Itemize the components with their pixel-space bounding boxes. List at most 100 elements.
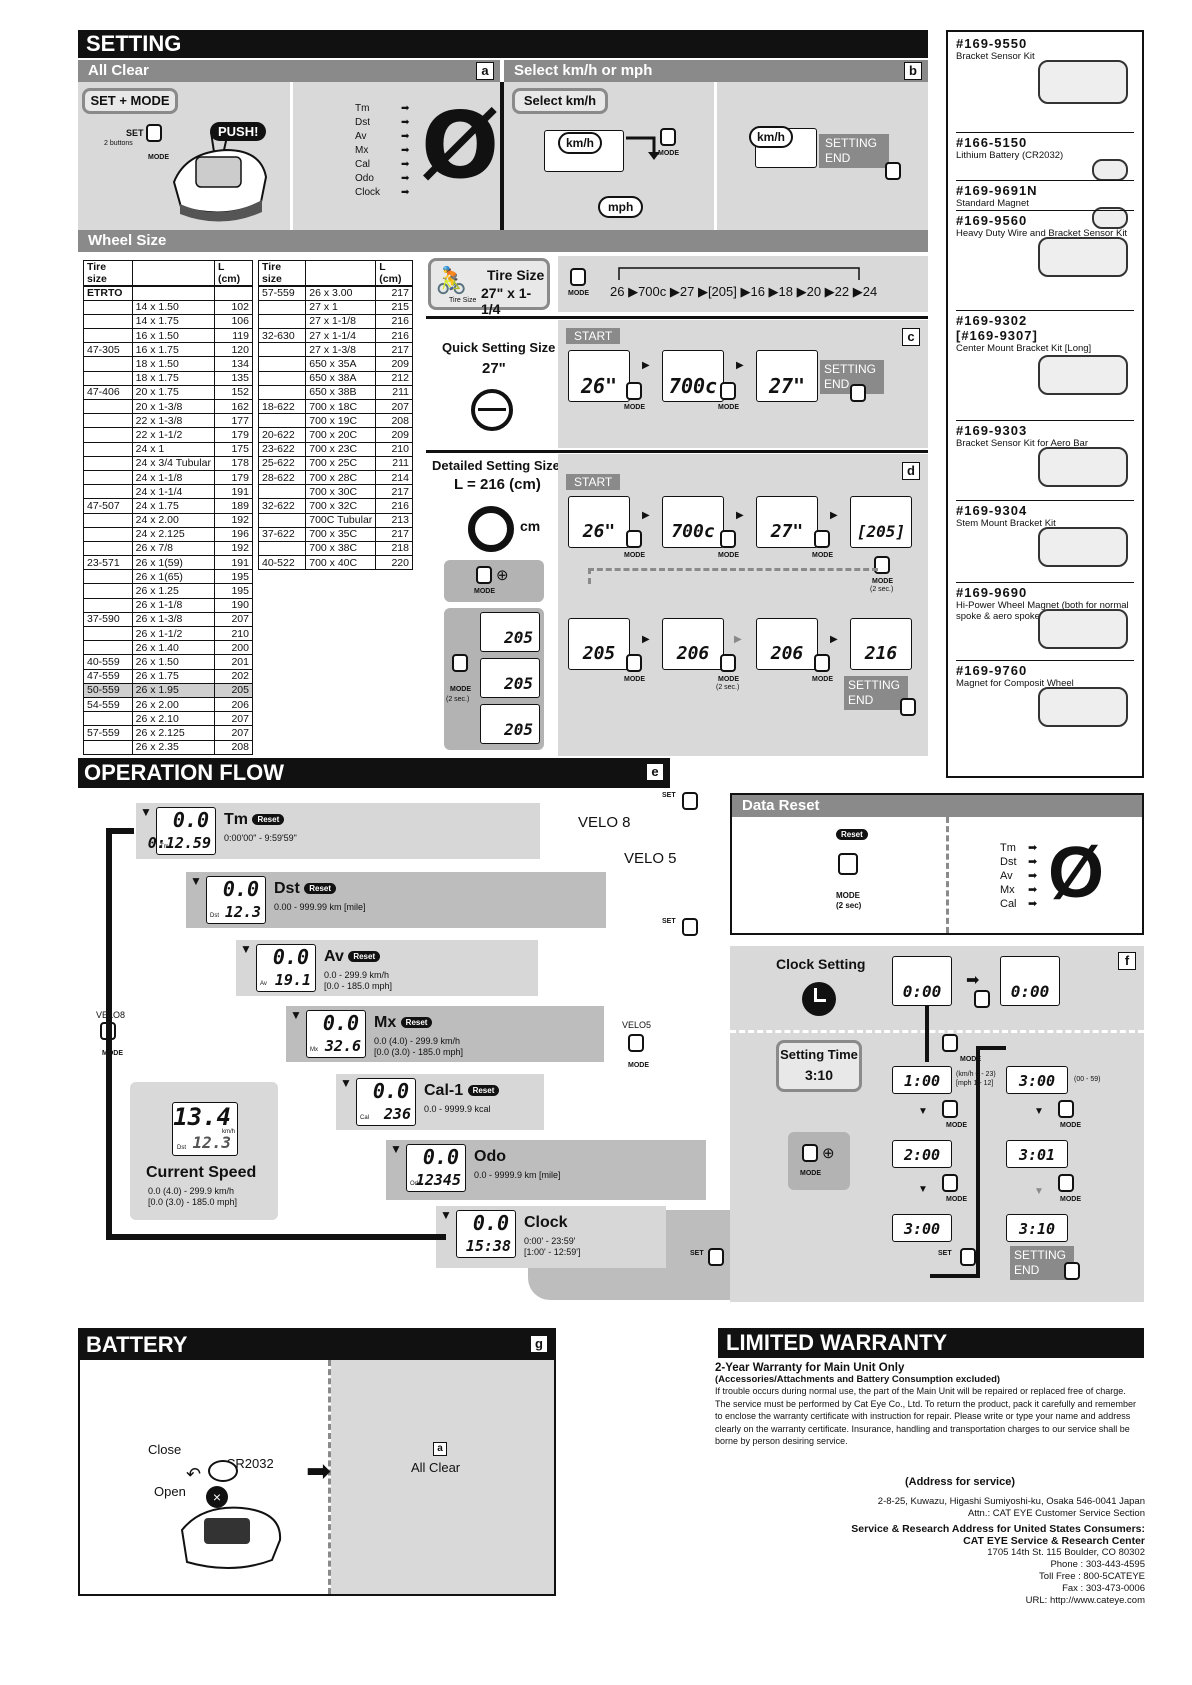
set-button-icon[interactable]: [708, 1248, 724, 1266]
set-mode-button[interactable]: SET + MODE: [82, 88, 178, 114]
table-cell: [83, 484, 133, 500]
divider-line: [426, 450, 928, 453]
clock-lcd-g: 3:01: [1006, 1140, 1068, 1168]
mode-button-icon[interactable]: [814, 530, 830, 548]
flow-label: Av Reset: [324, 948, 381, 966]
mode-button-icon[interactable]: [942, 1034, 958, 1052]
mode-button-icon[interactable]: [626, 654, 642, 672]
current-speed-unit: km/h: [221, 1129, 235, 1135]
table-cell: 26 x 1(65): [131, 569, 215, 585]
table-cell: [83, 469, 133, 486]
mode-button-icon[interactable]: [1058, 1174, 1074, 1192]
mode-button-icon[interactable]: [874, 556, 890, 574]
lcd-speed-digits: 0.0: [322, 1011, 359, 1035]
set-button-icon: [146, 124, 162, 142]
accessory-image: [1038, 237, 1128, 277]
mode-button-icon[interactable]: [720, 654, 736, 672]
table-cell: 50-559: [83, 682, 133, 698]
mode-button-icon[interactable]: [720, 530, 736, 548]
select-kmh-button[interactable]: Select km/h: [512, 88, 608, 114]
mode-button-icon[interactable]: [476, 566, 492, 584]
set-button-icon[interactable]: [900, 698, 916, 716]
down-arrow-icon: ▼: [240, 942, 252, 956]
setting-time-value: 3:10: [804, 1067, 834, 1083]
set-button-icon[interactable]: [974, 990, 990, 1008]
select-unit-right: km/h SETTING END: [717, 82, 928, 230]
table-cell: 27 x 1-1/4: [305, 328, 377, 344]
table-cell: 206: [213, 696, 254, 713]
kmh-bubble: km/h: [558, 132, 603, 154]
transfer-line: [930, 1274, 980, 1278]
table-cell: [83, 711, 133, 727]
mode-label: MODE: [450, 686, 471, 693]
table-cell: [83, 569, 133, 585]
mode-button-icon[interactable]: [942, 1174, 958, 1192]
loop-line-top: [106, 828, 134, 834]
table-cell: [83, 597, 133, 613]
setting-title-bar: SETTING: [78, 30, 928, 58]
table-cell: 24 x 3/4 Tubular: [131, 455, 215, 471]
table-cell: 20 x 1.75: [131, 384, 215, 401]
two-sec-label: (2 sec.): [446, 696, 470, 703]
tire-header-cell: [131, 260, 215, 287]
mode-button-icon[interactable]: [838, 853, 858, 875]
accessory-code: #169-9302: [956, 313, 1028, 328]
all-clear-ref: All Clear: [411, 1460, 461, 1475]
accessory-name: Heavy Duty Wire and Bracket Sensor Kit: [956, 228, 1128, 239]
accessory-name: Standard Magnet: [956, 198, 1029, 209]
detail-lcd-6: 206: [662, 618, 724, 670]
mode-button-icon[interactable]: [720, 382, 736, 400]
quick-lcd-2: 700c: [662, 350, 724, 402]
table-cell: 192: [213, 512, 254, 528]
set-button-icon[interactable]: [850, 384, 866, 402]
set-button-icon[interactable]: [682, 918, 698, 936]
set-button-icon[interactable]: [1064, 1262, 1080, 1280]
mode-button-icon[interactable]: [570, 268, 586, 286]
table-cell: 14 x 1.50: [131, 299, 215, 315]
mode-label: MODE: [718, 676, 739, 683]
transfer-line-vertical: [976, 1046, 980, 1278]
table-cell: 211: [375, 455, 413, 471]
table-cell: 700 x 23C: [305, 441, 377, 457]
mode-button-icon[interactable]: [1058, 1100, 1074, 1118]
tire-header-cell: Tire size: [83, 260, 133, 287]
mode-button-icon[interactable]: [660, 128, 676, 146]
table-cell: 32-622: [257, 498, 307, 514]
set-button-icon[interactable]: [885, 162, 901, 180]
mode-button-icon[interactable]: [802, 1144, 818, 1162]
velo5-side-label: VELO5: [622, 1020, 652, 1030]
data-reset-divider: [946, 817, 949, 933]
table-cell: 177: [213, 413, 254, 429]
current-speed-card: 13.4 km/h 12.3 Dst Current Speed 0.0 (4.…: [130, 1082, 278, 1220]
set-button-icon[interactable]: [682, 792, 698, 810]
letter-f: f: [1118, 952, 1136, 970]
cleared-item: Dst: [355, 117, 370, 128]
mode-label: MODE: [148, 154, 169, 161]
mode-button-icon[interactable]: [626, 530, 642, 548]
size-sequence: 26 ▶700c ▶27 ▶[205] ▶16 ▶18 ▶20 ▶22 ▶24: [610, 284, 878, 299]
clock-lcd-h: 3:10: [1006, 1214, 1068, 1242]
mode-button-icon[interactable]: [628, 1034, 644, 1052]
set-button-icon[interactable]: [960, 1248, 976, 1266]
kmh-result-bubble: km/h: [749, 126, 794, 148]
table-cell: 700 x 18C: [305, 398, 377, 415]
table-cell: [83, 441, 133, 457]
mode-button-icon[interactable]: [814, 654, 830, 672]
mode-button-icon[interactable]: [452, 654, 468, 672]
mode-button-icon[interactable]: [626, 382, 642, 400]
mode-button-icon[interactable]: [942, 1100, 958, 1118]
mode-label: MODE: [800, 1170, 821, 1177]
table-cell: 191: [213, 484, 254, 500]
tire-header-cell: L (cm): [375, 260, 413, 287]
set-label: SET: [938, 1250, 952, 1257]
